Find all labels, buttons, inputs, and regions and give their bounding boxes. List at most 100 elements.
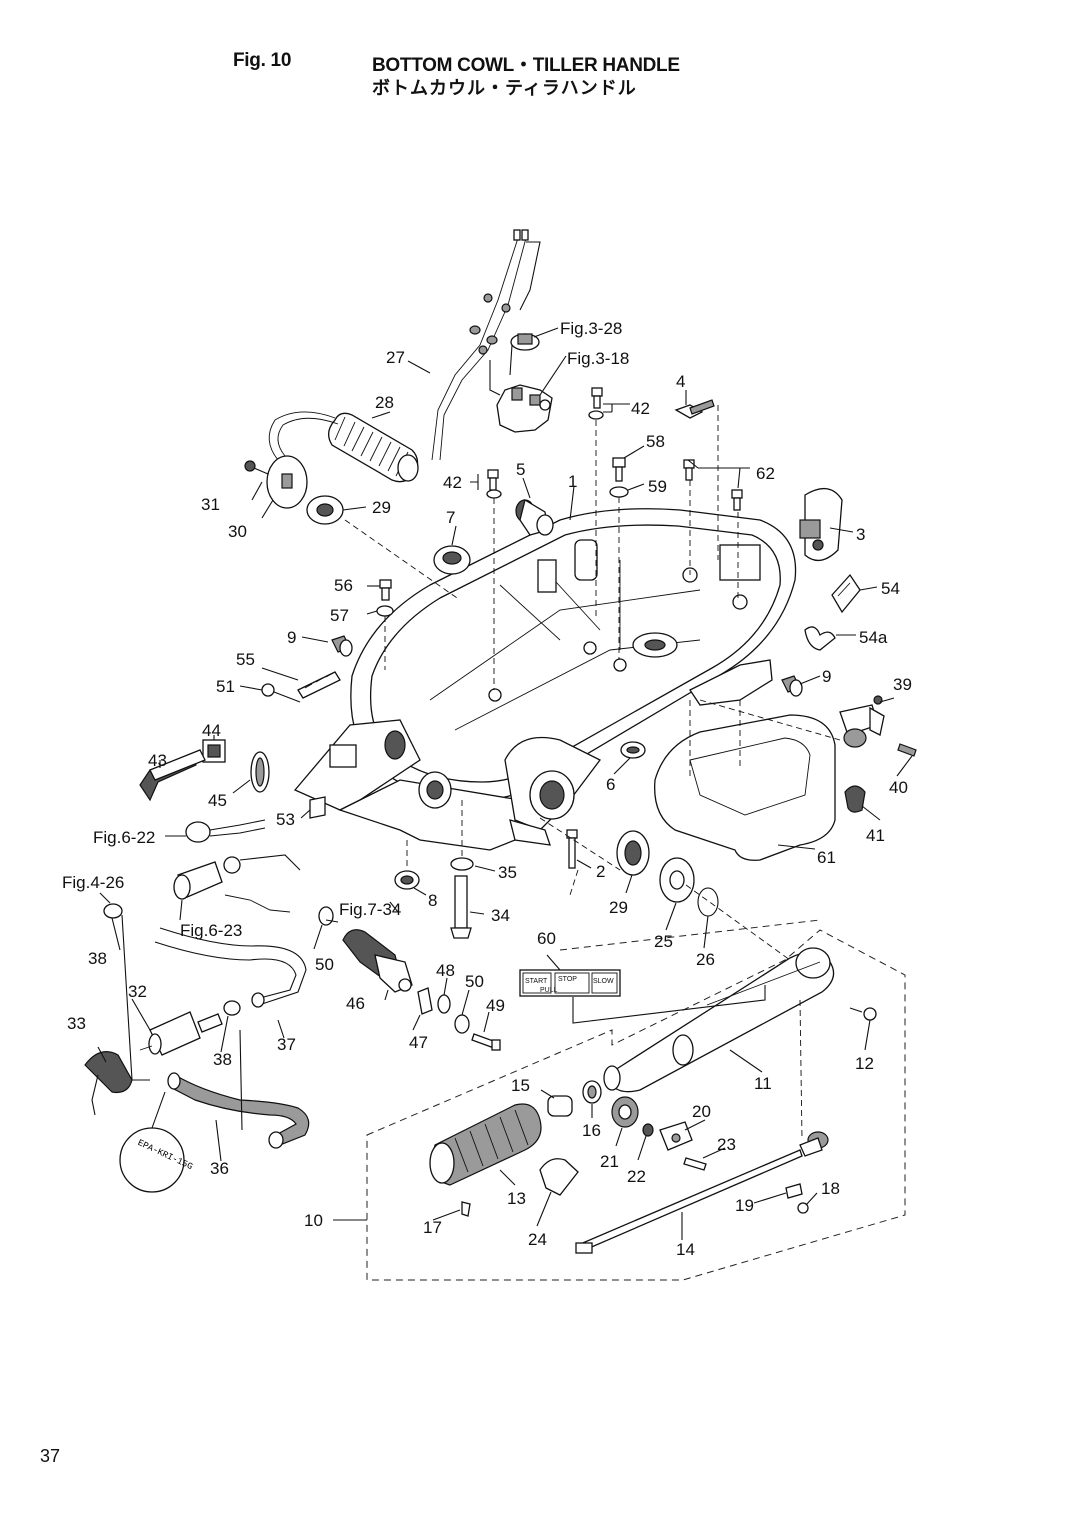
callout-7: 7 bbox=[446, 508, 455, 527]
callout-43: 43 bbox=[148, 751, 167, 770]
collar-16 bbox=[582, 1080, 602, 1104]
callout-16: 16 bbox=[582, 1121, 601, 1140]
connector-cap-33 bbox=[84, 1051, 133, 1116]
bushing-15 bbox=[547, 1095, 573, 1117]
decal-stop-text: STOP bbox=[558, 976, 577, 983]
clamp-38-lower bbox=[223, 1000, 241, 1016]
callout-22: 22 bbox=[627, 1167, 646, 1186]
grommet-29-lower bbox=[616, 830, 650, 876]
tiller-handle-arm-11 bbox=[603, 947, 835, 1093]
bolt-62-a bbox=[683, 459, 695, 481]
plate-25 bbox=[659, 857, 695, 903]
callout-34: 34 bbox=[491, 906, 510, 925]
callout-fig4-26: Fig.4-26 bbox=[62, 873, 124, 892]
callout-12: 12 bbox=[855, 1054, 874, 1073]
callout-41: 41 bbox=[866, 826, 885, 845]
bolt-4 bbox=[674, 399, 715, 419]
callout-57: 57 bbox=[330, 606, 349, 625]
callout-56: 56 bbox=[334, 576, 353, 595]
knob-41 bbox=[844, 785, 866, 813]
washer-57 bbox=[376, 605, 394, 617]
decal-54 bbox=[831, 573, 861, 614]
callout-50-right: 50 bbox=[465, 972, 484, 991]
callout-58: 58 bbox=[646, 432, 665, 451]
callout-55: 55 bbox=[236, 650, 255, 669]
callout-29-top: 29 bbox=[372, 498, 391, 517]
tiller-grip-28 bbox=[268, 411, 419, 483]
callout-35: 35 bbox=[498, 863, 517, 882]
decal-pull-text: PULL bbox=[540, 987, 558, 994]
callout-19: 19 bbox=[735, 1196, 754, 1215]
callout-24: 24 bbox=[528, 1230, 547, 1249]
callout-25: 25 bbox=[654, 932, 673, 951]
washer-50-lower bbox=[454, 1014, 470, 1034]
bolt-42-upper bbox=[588, 387, 604, 420]
screw-18 bbox=[797, 1202, 809, 1214]
grommet-6 bbox=[620, 741, 646, 759]
page-number: 37 bbox=[40, 1446, 61, 1466]
callout-10: 10 bbox=[304, 1211, 323, 1230]
bracket-ref-fig3-18 bbox=[496, 384, 553, 433]
grip-assembly-10-outline bbox=[366, 929, 906, 1281]
screw-12 bbox=[849, 1007, 877, 1021]
ref-part-fig6-23 bbox=[173, 854, 301, 913]
throttle-rod-14 bbox=[575, 1149, 803, 1254]
callout-4: 4 bbox=[676, 372, 685, 391]
callout-18: 18 bbox=[821, 1179, 840, 1198]
callout-49: 49 bbox=[486, 996, 505, 1015]
throttle-connector-assy bbox=[799, 1131, 829, 1157]
callout-1: 1 bbox=[568, 472, 577, 491]
choke-knob-43 bbox=[139, 749, 206, 802]
decal-60: START STOP PULL SLOW bbox=[519, 969, 621, 997]
clamp-38-upper bbox=[103, 903, 123, 919]
callout-fig6-23: Fig.6-23 bbox=[180, 921, 242, 940]
screw-23 bbox=[683, 1157, 707, 1171]
callout-15: 15 bbox=[511, 1076, 530, 1095]
callout-51: 51 bbox=[216, 677, 235, 696]
bushing-47 bbox=[417, 987, 433, 1015]
screw-40 bbox=[897, 743, 917, 757]
bolt-58 bbox=[612, 457, 626, 482]
callout-54a: 54a bbox=[859, 628, 888, 647]
plate-53 bbox=[309, 796, 326, 819]
callout-42-upper: 42 bbox=[631, 399, 650, 418]
fuel-hose-36 bbox=[167, 1072, 310, 1149]
callout-14: 14 bbox=[676, 1240, 695, 1259]
cable-assembly-27 bbox=[431, 229, 541, 461]
grommet-29-top bbox=[306, 495, 344, 525]
rubber-mount-5 bbox=[515, 498, 554, 536]
callout-36: 36 bbox=[210, 1159, 229, 1178]
callout-42-lower: 42 bbox=[443, 473, 462, 492]
bottom-cowl-1 bbox=[350, 508, 797, 801]
spring-22 bbox=[642, 1123, 654, 1137]
callout-38-upper: 38 bbox=[88, 949, 107, 968]
bolt-2 bbox=[566, 829, 578, 869]
callout-fig6-22: Fig.6-22 bbox=[93, 828, 155, 847]
bolt-62-b bbox=[731, 489, 743, 511]
callout-44: 44 bbox=[202, 721, 221, 740]
callout-47: 47 bbox=[409, 1033, 428, 1052]
figure-number: Fig. 10 bbox=[233, 50, 292, 71]
callout-9-left: 9 bbox=[287, 628, 296, 647]
washer-59 bbox=[609, 486, 629, 498]
callout-6: 6 bbox=[606, 775, 615, 794]
bolt-34 bbox=[450, 875, 472, 939]
callout-26: 26 bbox=[696, 950, 715, 969]
callout-fig3-18: Fig.3-18 bbox=[567, 349, 629, 368]
bolt-49 bbox=[471, 1033, 501, 1051]
callout-54: 54 bbox=[881, 579, 900, 598]
screw-31 bbox=[244, 460, 269, 475]
callout-31: 31 bbox=[201, 495, 220, 514]
callout-60: 60 bbox=[537, 929, 556, 948]
hose-37 bbox=[154, 927, 307, 1008]
callout-46: 46 bbox=[346, 994, 365, 1013]
leader-lines bbox=[97, 327, 913, 1240]
cover-24 bbox=[539, 1158, 579, 1196]
assembly-dash-line bbox=[559, 919, 821, 951]
figure-title-japanese: ボトムカウル・ティラハンドル bbox=[372, 78, 637, 99]
callout-9-right: 9 bbox=[822, 667, 831, 686]
callout-3: 3 bbox=[856, 525, 865, 544]
callout-59: 59 bbox=[648, 477, 667, 496]
callout-13: 13 bbox=[507, 1189, 526, 1208]
bushing-44 bbox=[202, 739, 226, 763]
